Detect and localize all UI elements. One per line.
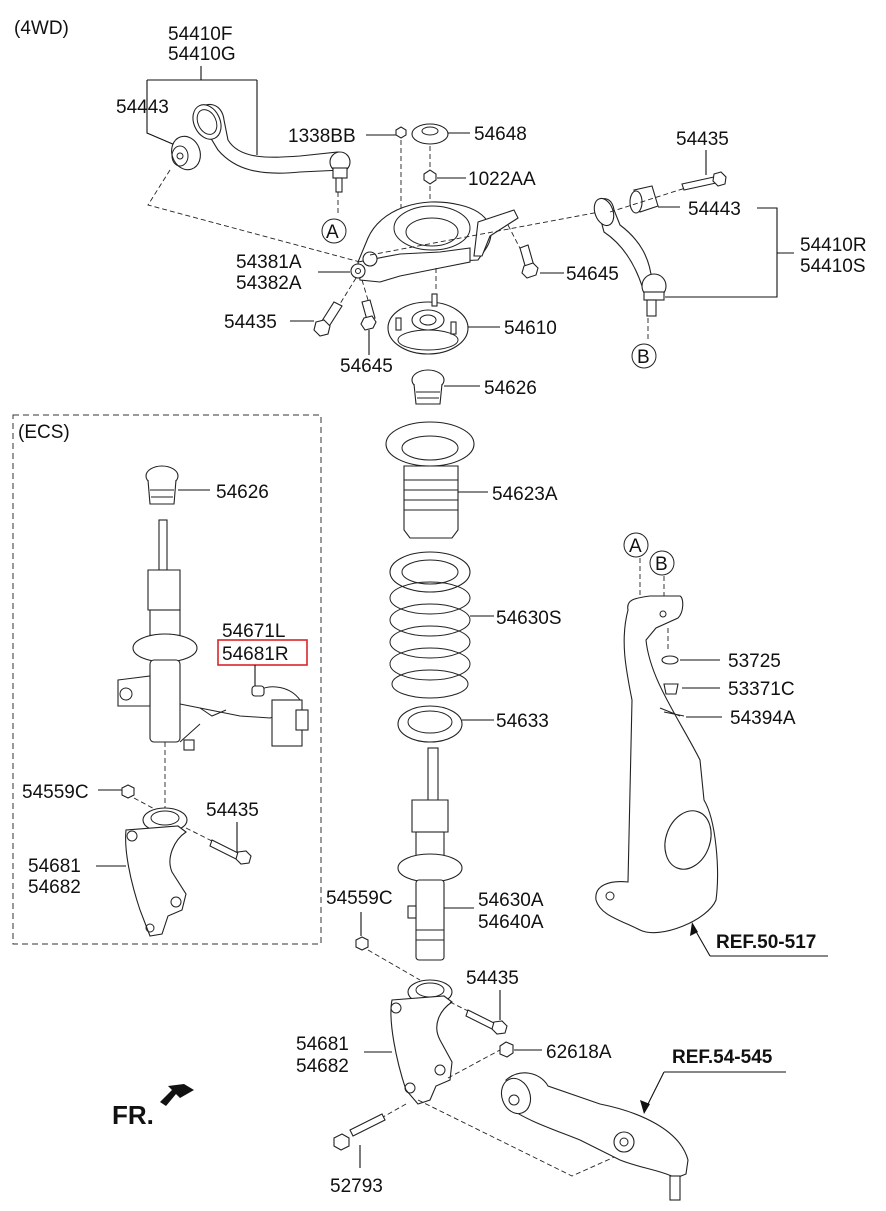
callout-54435-fork[interactable]: 54435 [466, 968, 519, 989]
variant-label-4wd: (4WD) [14, 18, 69, 39]
callout-54681r-highlighted[interactable]: 54681R [222, 644, 289, 665]
callout-54382a[interactable]: 54382A [236, 273, 302, 294]
nut-54559c-icon [355, 936, 369, 951]
arrow-icon [160, 1084, 194, 1106]
ref-54-545[interactable]: REF.54-545 [672, 1047, 773, 1068]
strut-mount-54610 [387, 293, 469, 355]
callout-1022aa[interactable]: 1022AA [468, 169, 536, 190]
ecs-fork [125, 807, 188, 937]
callout-54443-left[interactable]: 54443 [116, 97, 169, 118]
upper-arm-right[interactable] [591, 185, 667, 317]
callout-54435-left[interactable]: 54435 [224, 312, 277, 333]
variant-label-ecs: (ECS) [18, 422, 70, 443]
bolt-54435-left [313, 301, 343, 337]
callout-54559c-ecs[interactable]: 54559C [22, 782, 89, 803]
svg-text:B: B [637, 347, 650, 368]
connector-b-top: B [631, 343, 657, 369]
callout-54682[interactable]: 54682 [296, 1056, 349, 1077]
cotter-pin-54394a-icon [659, 707, 685, 717]
callout-54381a[interactable]: 54381A [236, 252, 302, 273]
callout-54630s[interactable]: 54630S [496, 608, 562, 629]
ref-50-517[interactable]: REF.50-517 [716, 932, 816, 953]
callout-54443-right[interactable]: 54443 [688, 199, 741, 220]
callout-54559c[interactable]: 54559C [326, 888, 393, 909]
fork-54681 [390, 979, 453, 1105]
callout-54610[interactable]: 54610 [504, 318, 557, 339]
callout-62618a[interactable]: 62618A [546, 1042, 612, 1063]
callout-54623a[interactable]: 54623A [492, 484, 558, 505]
castle-nut-53371c-icon [663, 683, 679, 695]
callout-54671l[interactable]: 54671L [222, 621, 285, 642]
connector-b-knuckle: B [649, 550, 675, 576]
svg-text:B: B [655, 554, 668, 575]
spring-pad-54633 [397, 705, 463, 743]
ecs-strut [117, 519, 198, 743]
callout-1338bb[interactable]: 1338BB [288, 126, 356, 147]
svg-text:A: A [629, 536, 642, 557]
bolt-52793 [333, 1113, 386, 1151]
callout-54410g[interactable]: 54410G [168, 44, 236, 65]
bolt-1338bb-icon [395, 126, 407, 139]
callout-54640a[interactable]: 54640A [478, 912, 544, 933]
callout-53371c[interactable]: 53371C [728, 679, 795, 700]
ecs-bump-stopper [145, 465, 179, 505]
callout-54633[interactable]: 54633 [496, 711, 549, 732]
callout-54410s[interactable]: 54410S [800, 256, 866, 277]
strut-54630a [397, 747, 463, 961]
callout-54626-ecs[interactable]: 54626 [216, 482, 269, 503]
svg-text:A: A [326, 222, 339, 243]
upper-arm-left[interactable]: 54410F 54410G 54443 [116, 24, 351, 193]
bolt-54645-right [519, 244, 539, 279]
callout-54682-ecs[interactable]: 54682 [28, 877, 81, 898]
callout-54645-right[interactable]: 54645 [566, 264, 619, 285]
svg-text:FR.: FR. [112, 1100, 154, 1130]
coil-spring-54630s [389, 551, 471, 699]
insulator-cap-54648 [411, 123, 449, 145]
callout-54435-ecs[interactable]: 54435 [206, 800, 259, 821]
callout-54630a[interactable]: 54630A [478, 890, 544, 911]
highlight-box-54681r [217, 639, 308, 666]
callout-52793[interactable]: 52793 [330, 1176, 383, 1197]
connector-a-top: A [321, 218, 347, 244]
nut-1022aa-icon [423, 169, 437, 185]
dust-cover-54623a [385, 421, 475, 539]
callout-54681[interactable]: 54681 [296, 1034, 349, 1055]
ecs-bolt-54435 [209, 839, 252, 865]
callout-53725[interactable]: 53725 [728, 651, 781, 672]
callout-54681-ecs[interactable]: 54681 [28, 856, 81, 877]
nut-54559c-ecs-icon [121, 784, 135, 799]
ecs-wiring-harness[interactable] [179, 685, 309, 751]
callout-54648[interactable]: 54648 [474, 124, 527, 145]
washer-53725-icon [661, 655, 679, 665]
callout-54394a[interactable]: 54394A [730, 708, 796, 729]
ecs-section-box [12, 414, 322, 945]
callout-54410r[interactable]: 54410R [800, 235, 867, 256]
callout-54626-center[interactable]: 54626 [484, 378, 537, 399]
lower-arm[interactable] [497, 1072, 689, 1201]
bolt-54435-top-right [681, 171, 727, 191]
callout-54410f[interactable]: 54410F [168, 24, 232, 45]
bolt-54645-bottom [360, 299, 377, 331]
callout-54645-bottom[interactable]: 54645 [340, 356, 393, 377]
nut-62618a-icon [499, 1041, 514, 1058]
bolt-54435-fork [465, 1009, 508, 1035]
strut-tower-bracket [350, 201, 519, 283]
connector-a-knuckle: A [623, 532, 649, 558]
steering-knuckle [595, 595, 719, 934]
callout-54435-top-right[interactable]: 54435 [676, 129, 729, 150]
front-direction-indicator: FR. [112, 1084, 194, 1130]
bump-stopper-54626 [411, 369, 445, 405]
